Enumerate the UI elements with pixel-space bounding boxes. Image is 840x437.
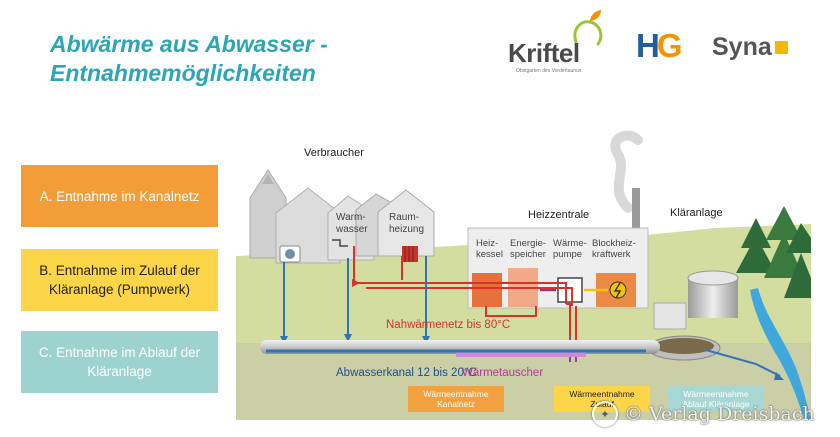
syna-logo: Syna xyxy=(712,33,788,62)
waermepumpe-block xyxy=(557,277,583,303)
title-line-2: Entnahmemöglichkeiten xyxy=(50,60,316,86)
house-raumheizung xyxy=(377,189,435,257)
tag-ablauf xyxy=(668,386,764,412)
heizkessel-block xyxy=(472,273,502,307)
waermepumpe-label: Wärme-pumpe xyxy=(553,238,587,260)
warmwasser-label: Warm-wasser xyxy=(335,212,368,235)
option-a-kanalnetz[interactable]: A. Entnahme im Kanalnetz xyxy=(21,165,218,227)
heizzentrale-label: Heizzentrale xyxy=(528,209,589,221)
apple-icon xyxy=(573,10,603,46)
option-a-label: A. Entnahme im Kanalnetz xyxy=(39,188,200,204)
raumheizung-label: Raum-heizung xyxy=(389,212,424,235)
nahwaermenetz-label: Nahwärmenetz bis 80°C xyxy=(386,319,510,331)
option-c-label: C. Entnahme im Ablauf der Kläranlage xyxy=(38,345,201,379)
tree-group xyxy=(736,206,811,298)
river xyxy=(750,288,811,420)
kriftel-tagline: Obstgarten des Vordertaunus xyxy=(516,68,582,74)
faucet-icon xyxy=(332,239,348,247)
klaeranlage-label: Kläranlage xyxy=(670,207,723,219)
waermetauscher-label: Wärmetauscher xyxy=(462,367,543,379)
kriftel-logo: Kriftel Obstgarten des Vordertaunus xyxy=(500,8,620,76)
watermark: ✦ © Verlag Dreisbach xyxy=(592,401,815,427)
smoke-plume xyxy=(610,130,643,213)
verbraucher-label: Verbraucher xyxy=(304,147,364,159)
title-line-1: Abwärme aus Abwasser - xyxy=(50,31,328,57)
heizkessel-label: Heiz-kessel xyxy=(476,238,503,260)
power-icon xyxy=(609,281,627,299)
drain-pipes xyxy=(283,256,427,336)
option-c-ablauf[interactable]: C. Entnahme im Ablauf der Kläranlage xyxy=(21,331,218,393)
ground-surface xyxy=(236,224,811,420)
syna-square-icon xyxy=(774,41,788,54)
chimney xyxy=(632,188,640,238)
watermark-text: © Verlag Dreisbach xyxy=(624,403,815,425)
energiespeicher-label: Energie-speicher xyxy=(510,238,546,260)
kriftel-wordmark: Kriftel xyxy=(508,38,580,68)
outflow-to-river xyxy=(705,349,781,377)
seal-icon: ✦ xyxy=(592,401,618,427)
blockheizkraftwerk-label: Blockheiz-kraftwerk xyxy=(592,238,636,260)
heat-exchanger-strip xyxy=(456,352,586,357)
heat-recovery-diagram: Verbraucher Warm-wasser Raum-heizung Hei… xyxy=(236,128,811,420)
nahwaermenetz-pipes xyxy=(353,246,577,340)
flow-arrow xyxy=(352,279,360,287)
treatment-building xyxy=(653,302,687,330)
hg-logo: HG xyxy=(636,27,682,64)
tag-kanalnetz xyxy=(408,386,504,412)
abwasserkanal-label: Abwasserkanal 12 bis 20°C xyxy=(336,367,477,379)
page-title: Abwärme aus Abwasser - Entnahmemöglichke… xyxy=(50,30,328,88)
radiator-icon xyxy=(402,246,418,262)
syna-wordmark: Syna xyxy=(712,33,772,61)
option-b-zulauf[interactable]: B. Entnahme im Zulauf der Kläranlage (Pu… xyxy=(21,249,218,311)
option-b-label: B. Entnahme im Zulauf der Kläranlage (Pu… xyxy=(39,263,200,297)
house-1 xyxy=(275,187,341,264)
